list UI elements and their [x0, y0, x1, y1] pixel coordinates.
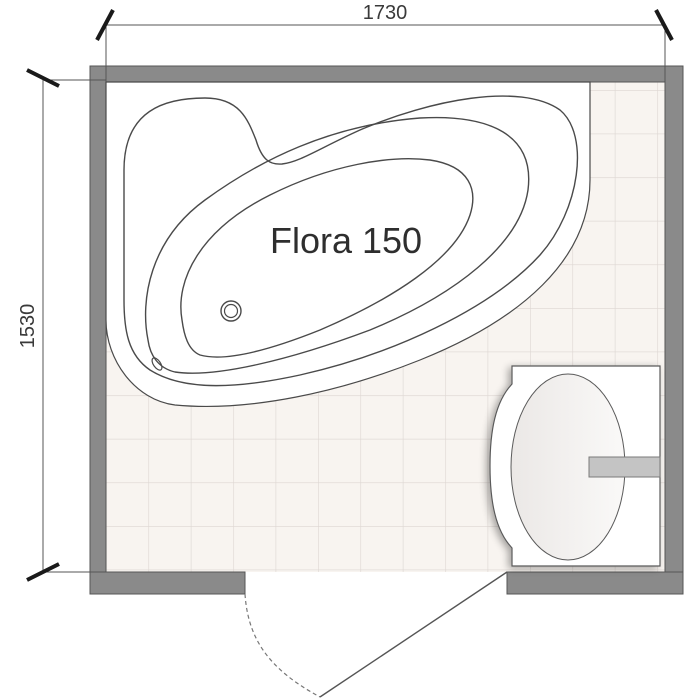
wall-left [89, 65, 107, 595]
walls [89, 65, 684, 595]
dimension-width: 1730 [95, 2, 674, 82]
door-swing-arc [244, 593, 321, 698]
wall-bottom-right [506, 571, 684, 595]
width-label: 1730 [363, 2, 408, 24]
tick-mark-icon [26, 562, 60, 582]
faucet-icon [588, 456, 661, 478]
wall-top [89, 65, 684, 83]
wall-bottom-left [89, 571, 246, 595]
bathtub-rim [123, 95, 579, 387]
tick-mark-icon [654, 9, 674, 41]
drain-inner-icon [223, 303, 239, 319]
bathtub-model-label: Flora 150 [270, 220, 422, 261]
dimension-height: 1530 [17, 68, 106, 582]
bathtub-footprint [105, 81, 591, 407]
corner-bathtub[interactable]: Flora 150 [105, 81, 591, 407]
tick-mark-icon [95, 9, 115, 41]
tick-mark-icon [26, 68, 60, 88]
overflow-icon [151, 357, 163, 371]
door[interactable] [244, 571, 508, 698]
height-label: 1530 [17, 304, 39, 349]
wall-right [664, 65, 684, 595]
door-leaf [319, 571, 508, 698]
bathtub-inner-rim [144, 116, 530, 374]
bathtub-basin [180, 158, 474, 358]
